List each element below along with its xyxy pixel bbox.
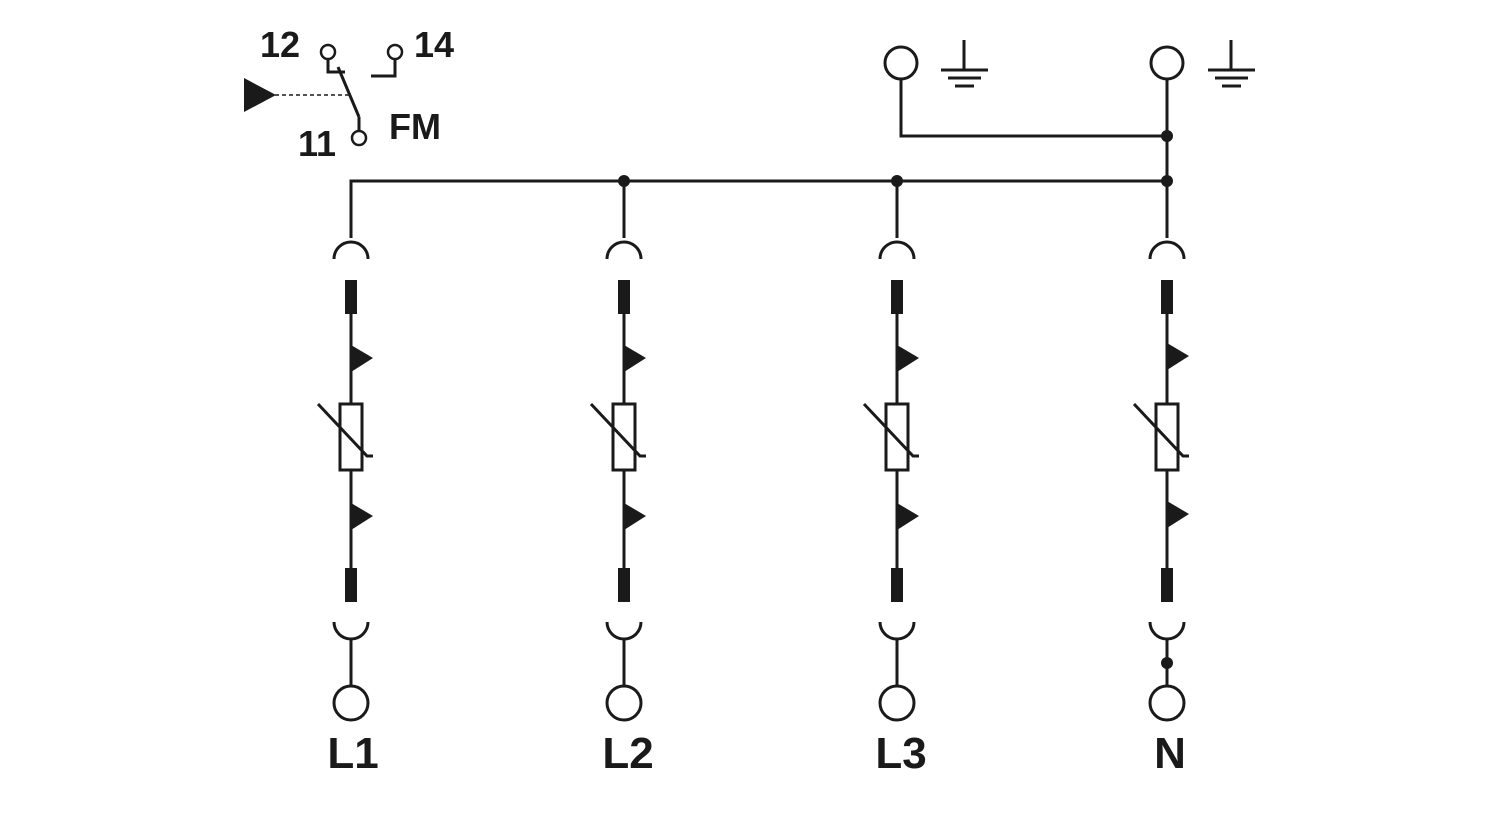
- plug-pin-bottom: [1161, 568, 1173, 602]
- channel-l3: [862, 240, 919, 722]
- pe-terminal-1: [883, 45, 919, 81]
- plug-pin-bottom: [345, 568, 357, 602]
- bus-wire: [349, 179, 1167, 238]
- terminal-circle: [1148, 684, 1186, 722]
- plug-pin-top: [345, 280, 357, 314]
- plug-socket-top: [605, 240, 643, 260]
- plug-socket-top: [878, 240, 916, 260]
- channel-l1: [316, 240, 373, 722]
- terminal-14-label: 14: [414, 24, 454, 65]
- terminal-14-lead: [371, 59, 397, 78]
- plug-socket-top: [332, 240, 370, 260]
- channel-label-l1: L1: [327, 729, 378, 778]
- spark-gap-arrow-icon: [1167, 501, 1189, 528]
- varistor-diagonal: [862, 402, 919, 458]
- pe-terminals: [883, 40, 1255, 181]
- channel-l2: [589, 240, 646, 722]
- terminal-11-circle: [350, 129, 368, 147]
- plug-socket-bottom: [1148, 621, 1186, 641]
- fault-monitor-label: FM: [389, 106, 441, 147]
- earth-ground-icon: [1208, 40, 1255, 88]
- junction-dot: [1161, 130, 1173, 142]
- varistor-diagonal: [589, 402, 646, 458]
- plug-pin-top: [1161, 280, 1173, 314]
- terminal-circle: [605, 684, 643, 722]
- terminal-12-circle: [319, 43, 337, 61]
- spark-gap-arrow-icon: [1167, 343, 1189, 370]
- fault-contact-symbol: [244, 43, 404, 147]
- plug-pin-bottom: [618, 568, 630, 602]
- plug-pin-top: [891, 280, 903, 314]
- plug-pin-bottom: [891, 568, 903, 602]
- pe-terminal-2: [1149, 45, 1185, 81]
- plug-socket-bottom: [605, 621, 643, 641]
- channel-label-l2: L2: [602, 729, 653, 778]
- channel-label-n: N: [1154, 729, 1186, 778]
- spark-gap-arrow-icon: [624, 503, 646, 530]
- common-bus: [349, 175, 1173, 238]
- terminal-11-label: 11: [298, 123, 336, 164]
- junction-dot: [1161, 657, 1173, 669]
- earth-ground-icon: [941, 40, 988, 88]
- spark-gap-arrow-icon: [897, 345, 919, 372]
- terminal-circle: [878, 684, 916, 722]
- terminal-12-lead: [326, 59, 345, 74]
- spark-gap-arrow-icon: [351, 345, 373, 372]
- channel-n: [1132, 240, 1189, 722]
- spark-gap-arrow-icon: [351, 503, 373, 530]
- pe-link-wire: [899, 79, 1167, 138]
- terminal-12-label: 12: [260, 24, 300, 65]
- terminal-circle: [332, 684, 370, 722]
- plug-socket-bottom: [878, 621, 916, 641]
- spark-gap-arrow-icon: [897, 503, 919, 530]
- switch-blade: [336, 66, 361, 118]
- varistor-diagonal: [316, 402, 373, 458]
- plug-socket-bottom: [332, 621, 370, 641]
- plug-pin-top: [618, 280, 630, 314]
- channel-label-l3: L3: [875, 729, 926, 778]
- varistor-diagonal: [1132, 402, 1189, 458]
- actuator-arrow-icon: [244, 78, 276, 112]
- spark-gap-arrow-icon: [624, 345, 646, 372]
- plug-socket-top: [1148, 240, 1186, 260]
- terminal-14-circle: [386, 43, 404, 61]
